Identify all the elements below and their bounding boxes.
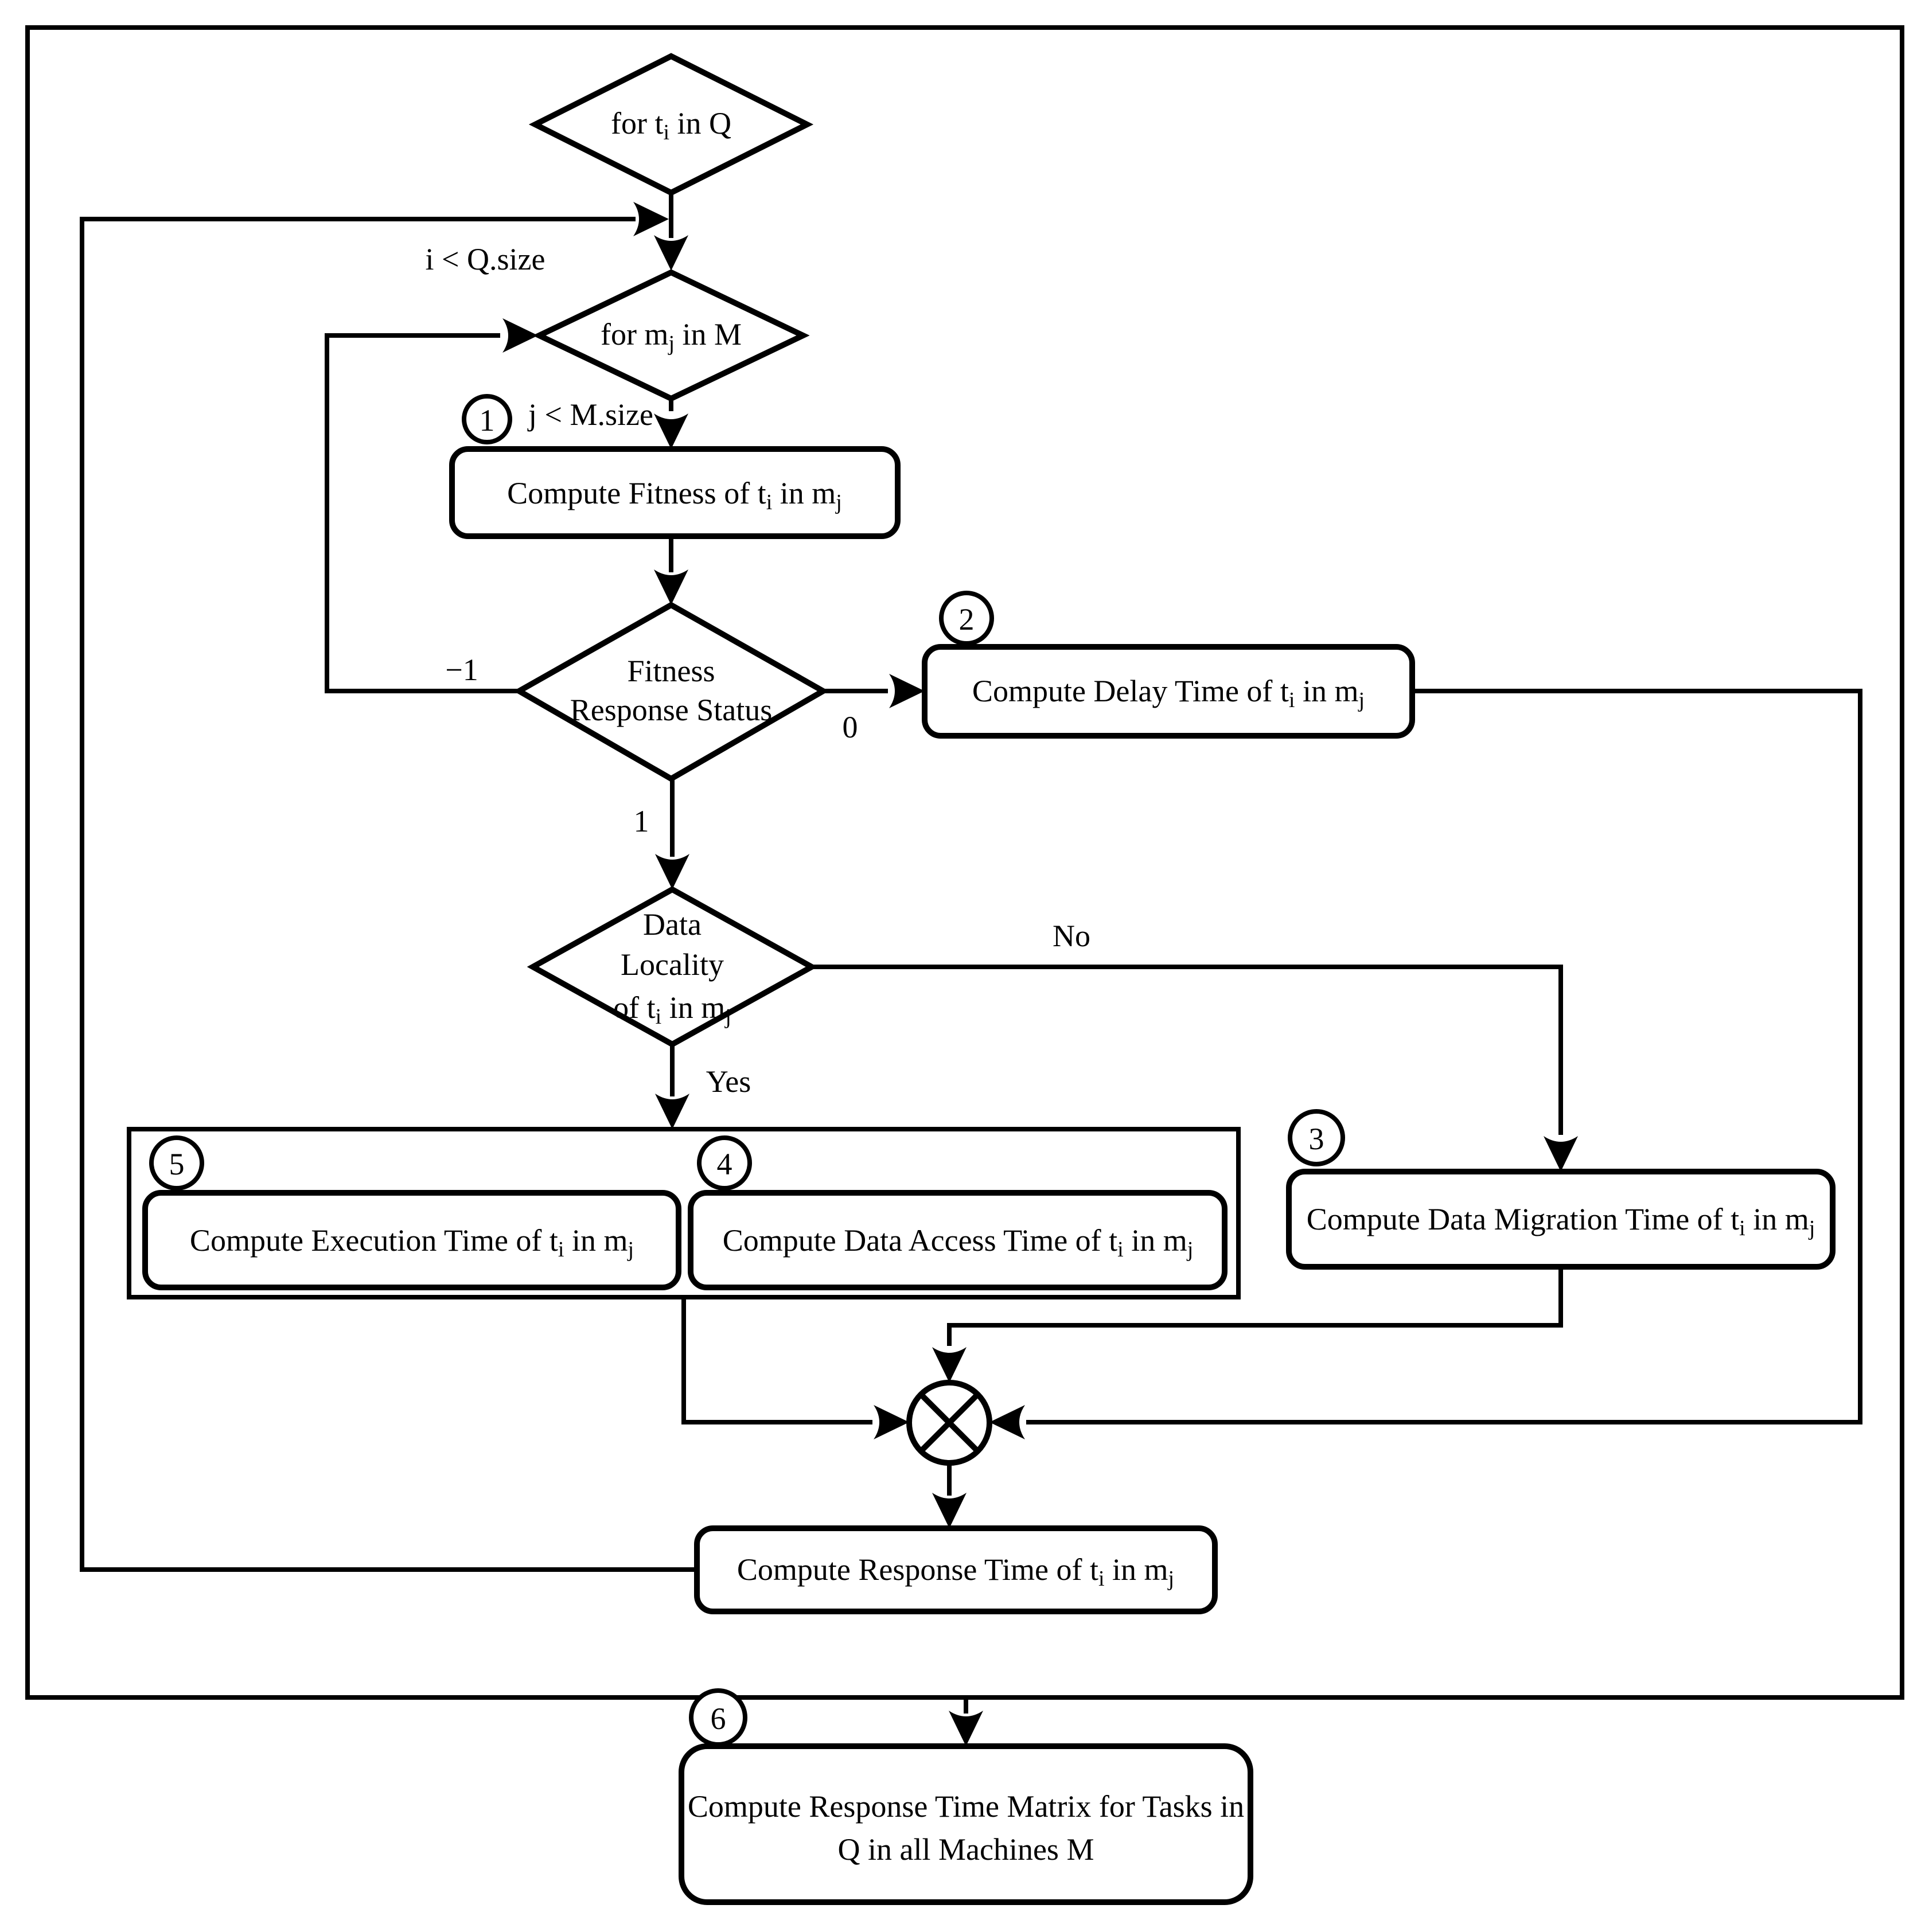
box-compute-matrix-line1: Compute Response Time Matrix for Tasks i… (688, 1789, 1244, 1824)
edge-locality-no (812, 965, 1563, 1135)
step-circle-1 (462, 394, 512, 444)
diamond-loop-tasks-label: for ti in Q (611, 106, 731, 145)
box-compute-delay (922, 644, 1415, 739)
step-circle-3 (1288, 1109, 1345, 1166)
step-circle-4 (697, 1135, 752, 1191)
arrowhead-into-response-icon (932, 1493, 967, 1528)
box-compute-data-access (688, 1190, 1228, 1290)
edge-label-no: No (1053, 919, 1090, 953)
diamond-loop-tasks (528, 53, 814, 196)
arrowhead-into-delay-icon (889, 674, 925, 708)
edge-label-yes: Yes (706, 1064, 751, 1099)
edge-outer-loopback (80, 217, 697, 1572)
step-circle-6-label: 6 (711, 1701, 726, 1736)
diamond-fitness-status-line1: Fitness (627, 654, 715, 688)
edge-label-j-lt-msize: j < M.size (527, 397, 653, 432)
group-local-times (127, 1127, 1241, 1299)
diamond-fitness-status (513, 602, 829, 782)
step-circle-5 (149, 1135, 204, 1191)
diamond-data-locality-line2: Locality (621, 947, 724, 982)
edge-delay-to-join (1026, 689, 1862, 1424)
step-circle-1-label: 1 (480, 403, 495, 438)
step-circle-5-label: 5 (169, 1147, 185, 1181)
loop-body-border (25, 25, 1904, 1700)
edge-label-zero: 0 (843, 710, 858, 744)
box-compute-response (694, 1525, 1218, 1614)
arrowhead-into-machines-icon (654, 235, 688, 271)
diamond-data-locality (527, 886, 818, 1048)
box-compute-matrix-line2: Q in all Machines M (838, 1832, 1094, 1867)
arrowhead-into-group-icon (655, 1094, 689, 1129)
step-circle-6 (689, 1688, 747, 1747)
diamond-loop-machines (532, 269, 810, 402)
step-circle-3-label: 3 (1309, 1122, 1324, 1156)
box-compute-fitness-label: Compute Fitness of ti in mj (507, 476, 842, 514)
box-compute-response-label: Compute Response Time of ti in mj (737, 1552, 1174, 1591)
arrowhead-join-right-icon (989, 1405, 1025, 1439)
edge-label-i-lt-qsize: i < Q.size (426, 242, 545, 276)
box-compute-fitness (449, 446, 901, 539)
step-circle-2 (939, 591, 994, 646)
step-circle-4-label: 4 (717, 1147, 732, 1181)
join-operator-icon (906, 1380, 992, 1466)
box-compute-data-access-label: Compute Data Access Time of ti in mj (723, 1223, 1194, 1262)
edge-group-to-join (681, 1297, 872, 1424)
arrowhead-into-fitness-icon (654, 413, 688, 449)
edge-migration-to-join (947, 1267, 1563, 1346)
diamond-fitness-status-line2: Response Status (570, 693, 773, 727)
arrowhead-into-status-icon (654, 569, 688, 605)
box-compute-execution-label: Compute Execution Time of ti in mj (190, 1223, 634, 1262)
arrowhead-into-matrix-icon (949, 1711, 983, 1746)
arrowhead-join-top-icon (932, 1347, 967, 1383)
edge-label-minus-one: −1 (445, 653, 478, 687)
box-compute-migration (1286, 1169, 1836, 1270)
arrowhead-merge-right-icon (633, 202, 669, 236)
diamond-data-locality-line1: Data (643, 907, 702, 942)
arrowhead-innerloop-icon (502, 318, 538, 353)
edge-inner-loopback-minus-one (325, 333, 519, 693)
box-compute-matrix (679, 1743, 1253, 1905)
step-circle-2-label: 2 (959, 602, 975, 637)
arrowhead-into-locality-icon (655, 854, 689, 889)
box-compute-execution (142, 1190, 681, 1290)
box-compute-migration-label: Compute Data Migration Time of ti in mj (1307, 1202, 1815, 1240)
diamond-loop-machines-label: for mj in M (601, 317, 742, 356)
arrowhead-join-left-icon (874, 1405, 909, 1439)
diamond-data-locality-line3: of ti in mj (613, 990, 731, 1029)
arrowhead-into-migration-icon (1544, 1136, 1578, 1172)
box-compute-delay-label: Compute Delay Time of ti in mj (972, 674, 1365, 712)
edge-label-one: 1 (634, 804, 649, 838)
join-operator-cross-icon (918, 1392, 980, 1454)
